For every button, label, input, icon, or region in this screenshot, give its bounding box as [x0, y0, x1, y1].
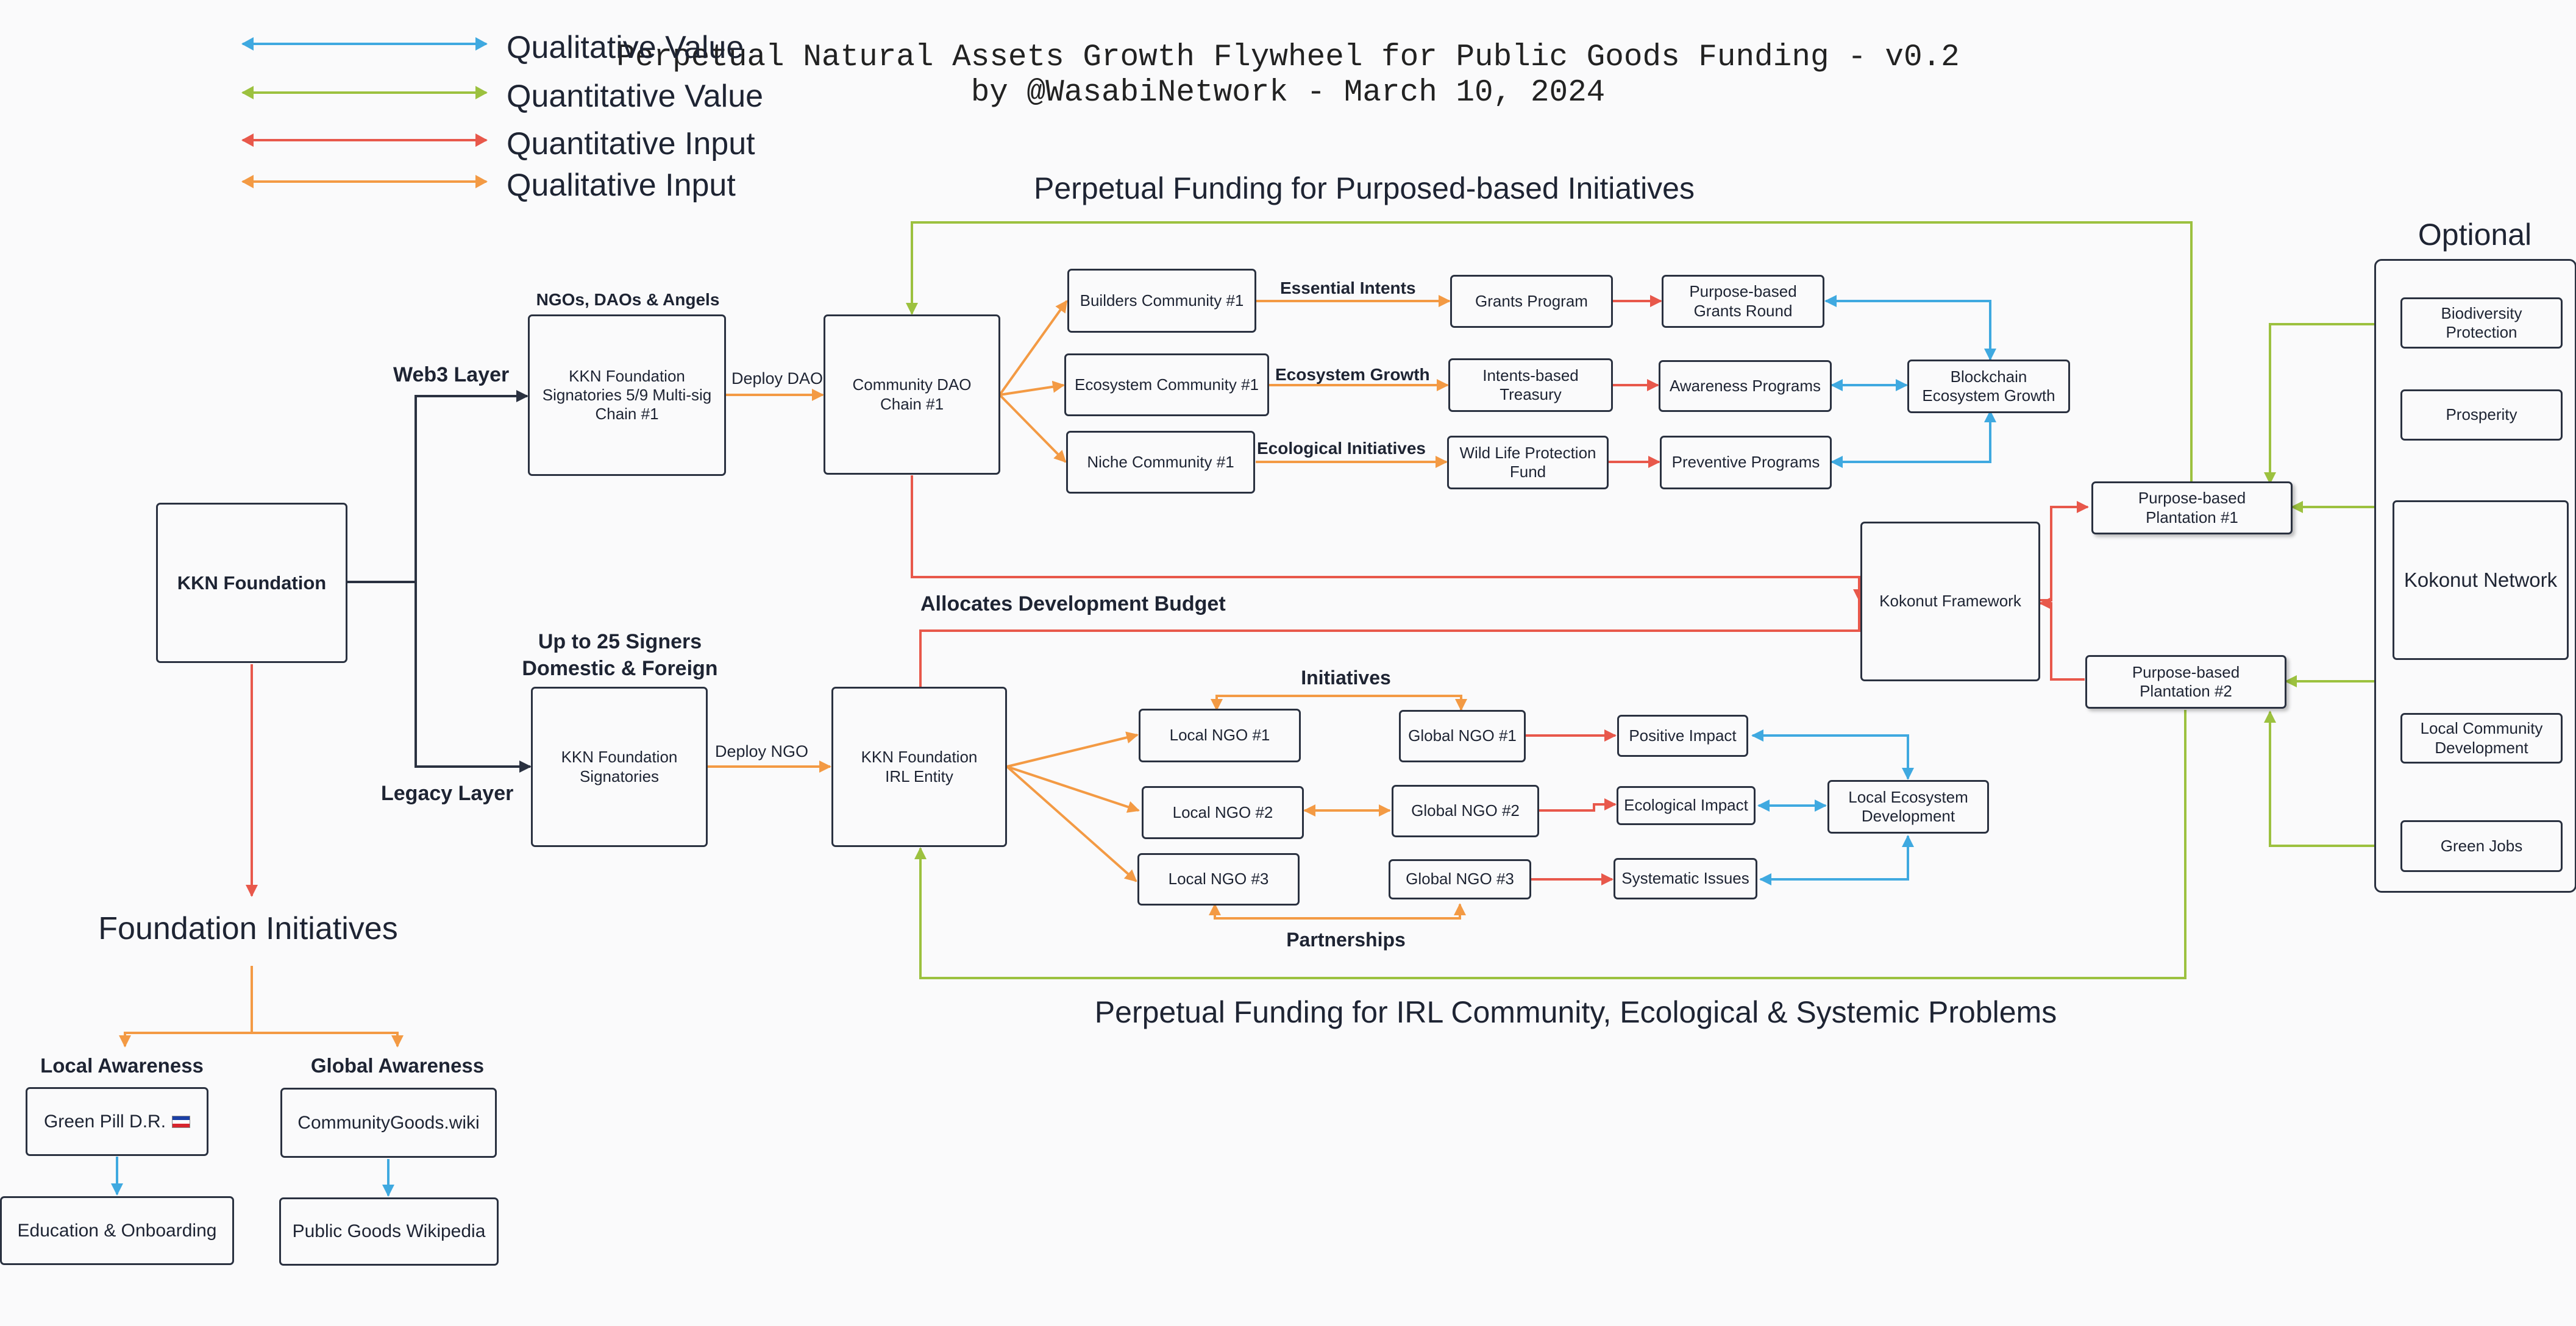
node-builders-community[interactable]: Builders Community #1: [1067, 269, 1256, 333]
label-ngos-daos-angels: NGOs, DAOs & Angels: [536, 290, 720, 309]
section-title-top: Perpetual Funding for Purposed-based Ini…: [1034, 171, 1695, 205]
dominican-flag-icon: [172, 1115, 191, 1128]
edge-irl-localngo3: [1006, 765, 1137, 882]
node-plantation-2[interactable]: Purpose-based Plantation #2: [2085, 655, 2286, 709]
node-communitygoods-wiki[interactable]: CommunityGoods.wiki: [280, 1088, 497, 1158]
label-global-awareness: Global Awareness: [310, 1054, 485, 1077]
edge-foundation-web3: [347, 390, 528, 583]
node-kokonut-network[interactable]: Kokonut Network: [2393, 500, 2569, 660]
label-local-awareness: Local Awareness: [40, 1054, 204, 1077]
label-deploy-ngo: Deploy NGO: [715, 742, 809, 760]
legend-line-blue: [241, 37, 488, 51]
node-ecological-impact[interactable]: Ecological Impact: [1617, 786, 1756, 825]
node-green-pill[interactable]: Green Pill D.R.: [26, 1087, 208, 1156]
legend-line-orange: [241, 175, 488, 188]
edge-plantation2-loop: [914, 710, 2186, 979]
edge-plantation2-greenjobs: [2264, 711, 2400, 852]
node-intents-treasury[interactable]: Intents-based Treasury: [1448, 358, 1613, 412]
legend-label: Quantitative Value: [507, 79, 764, 114]
legend-line-red: [241, 133, 488, 147]
section-title-optional: Optional: [2418, 218, 2532, 252]
edge-foundation-legacy: [415, 582, 532, 773]
edge-initiatives-local: [119, 1032, 252, 1048]
edge-positive-localeco: [1751, 729, 1914, 780]
edge-round-blockchain: [1824, 295, 1996, 361]
node-irl-entity[interactable]: KKN Foundation IRL Entity: [831, 687, 1007, 847]
edge-framework-plantation1: [2040, 501, 2089, 601]
edge-dao-niche: [998, 394, 1067, 463]
label-allocates-budget: Allocates Development Budget: [920, 592, 1226, 615]
edge-dao-builders: [998, 300, 1068, 396]
label-essential-intents: Essential Intents: [1280, 278, 1416, 297]
label-deploy-dao: Deploy DAO: [731, 369, 824, 388]
label-signers-line2: Domestic & Foreign: [522, 657, 718, 680]
node-local-community-development[interactable]: Local Community Development: [2400, 713, 2563, 764]
edge-irl-localngo2: [1006, 765, 1140, 813]
legend-quantitative-value: Quantitative Value: [241, 74, 791, 114]
node-niche-community[interactable]: Niche Community #1: [1066, 431, 1255, 494]
label-web3-layer: Web3 Layer: [393, 363, 510, 386]
node-prosperity[interactable]: Prosperity: [2400, 389, 2563, 441]
node-global-ngo-2[interactable]: Global NGO #2: [1392, 785, 1539, 837]
node-awareness-programs[interactable]: Awareness Programs: [1659, 360, 1832, 412]
edge-irl-allocation: [919, 600, 1860, 687]
node-grants-program[interactable]: Grants Program: [1450, 275, 1613, 328]
legend-qualitative-value: Qualitative Value: [241, 26, 791, 65]
node-public-goods-wikipedia[interactable]: Public Goods Wikipedia: [279, 1197, 499, 1266]
node-local-ngo-3[interactable]: Local NGO #3: [1137, 853, 1300, 906]
title-line-2: by @WasabiNetwork - March 10, 2024: [970, 76, 1606, 110]
legend-label: Qualitative Value: [507, 30, 744, 65]
edge-preventive-blockchain: [1831, 410, 1996, 468]
label-legacy-layer: Legacy Layer: [381, 782, 514, 805]
node-education-onboarding[interactable]: Education & Onboarding: [0, 1196, 234, 1265]
edge-plantation1-loop: [906, 221, 2193, 484]
node-global-ngo-1[interactable]: Global NGO #1: [1399, 710, 1526, 762]
label-ecosystem-growth: Ecosystem Growth: [1275, 365, 1430, 384]
edge-systematic-localeco: [1759, 835, 1914, 885]
node-local-ngo-2[interactable]: Local NGO #2: [1142, 786, 1304, 839]
node-positive-impact[interactable]: Positive Impact: [1617, 715, 1748, 757]
legend-label: Qualitative Input: [507, 168, 736, 203]
node-wildlife-fund[interactable]: Wild Life Protection Fund: [1447, 436, 1609, 489]
edge-dao-ecosystem: [999, 380, 1065, 396]
node-local-ecosystem-development[interactable]: Local Ecosystem Development: [1827, 780, 1989, 834]
node-green-jobs[interactable]: Green Jobs: [2400, 820, 2563, 872]
node-multisig-signatories[interactable]: KKN Foundation Signatories 5/9 Multi-sig…: [528, 314, 726, 476]
diagram-title: Perpetual Natural Assets Growth Flywheel…: [616, 40, 1960, 111]
edge-irl-localngo1: [1006, 731, 1139, 768]
node-plantation-1[interactable]: Purpose-based Plantation #1: [2091, 481, 2293, 534]
green-pill-label: Green Pill D.R.: [43, 1111, 166, 1132]
node-kkn-foundation[interactable]: KKN Foundation: [156, 503, 347, 663]
node-biodiversity[interactable]: Biodiversity Protection: [2400, 297, 2563, 349]
edge-global2-ecological: [1520, 798, 1617, 812]
edge-plantation1-biodiversity: [2264, 318, 2400, 484]
label-partnerships: Partnerships: [1286, 929, 1406, 951]
node-kokonut-framework[interactable]: Kokonut Framework: [1860, 522, 2040, 681]
edge-initiatives-bracket: [1211, 695, 1467, 711]
legend-line-green: [241, 86, 488, 99]
label-initiatives: Initiatives: [1301, 667, 1391, 689]
node-community-dao[interactable]: Community DAO Chain #1: [824, 314, 1000, 475]
section-title-bottom: Perpetual Funding for IRL Community, Eco…: [1094, 995, 2057, 1029]
edge-partnerships-bracket: [1209, 903, 1466, 920]
node-foundation-signatories[interactable]: KKN Foundation Signatories: [531, 687, 708, 847]
legend-qualitative-input: Qualitative Input: [241, 163, 791, 203]
node-global-ngo-3[interactable]: Global NGO #3: [1389, 859, 1531, 899]
label-signers-line1: Up to 25 Signers: [538, 630, 702, 653]
edge-initiatives-global: [252, 1032, 404, 1048]
legend-quantitative-input: Quantitative Input: [241, 122, 791, 161]
node-grants-round[interactable]: Purpose-based Grants Round: [1662, 275, 1824, 328]
node-systematic-issues[interactable]: Systematic Issues: [1614, 858, 1757, 899]
node-blockchain-growth[interactable]: Blockchain Ecosystem Growth: [1907, 360, 2070, 413]
node-local-ngo-1[interactable]: Local NGO #1: [1139, 709, 1301, 762]
node-ecosystem-community[interactable]: Ecosystem Community #1: [1064, 353, 1269, 416]
label-ecological-initiatives: Ecological Initiatives: [1257, 439, 1426, 458]
node-preventive-programs[interactable]: Preventive Programs: [1660, 436, 1832, 489]
edge-framework-plantation2: [2039, 597, 2085, 681]
title-line-1: Perpetual Natural Assets Growth Flywheel…: [616, 40, 1960, 75]
section-title-foundation-initiatives: Foundation Initiatives: [98, 911, 398, 946]
edge-dao-framework: [911, 475, 1865, 601]
legend-label: Quantitative Input: [507, 126, 755, 161]
